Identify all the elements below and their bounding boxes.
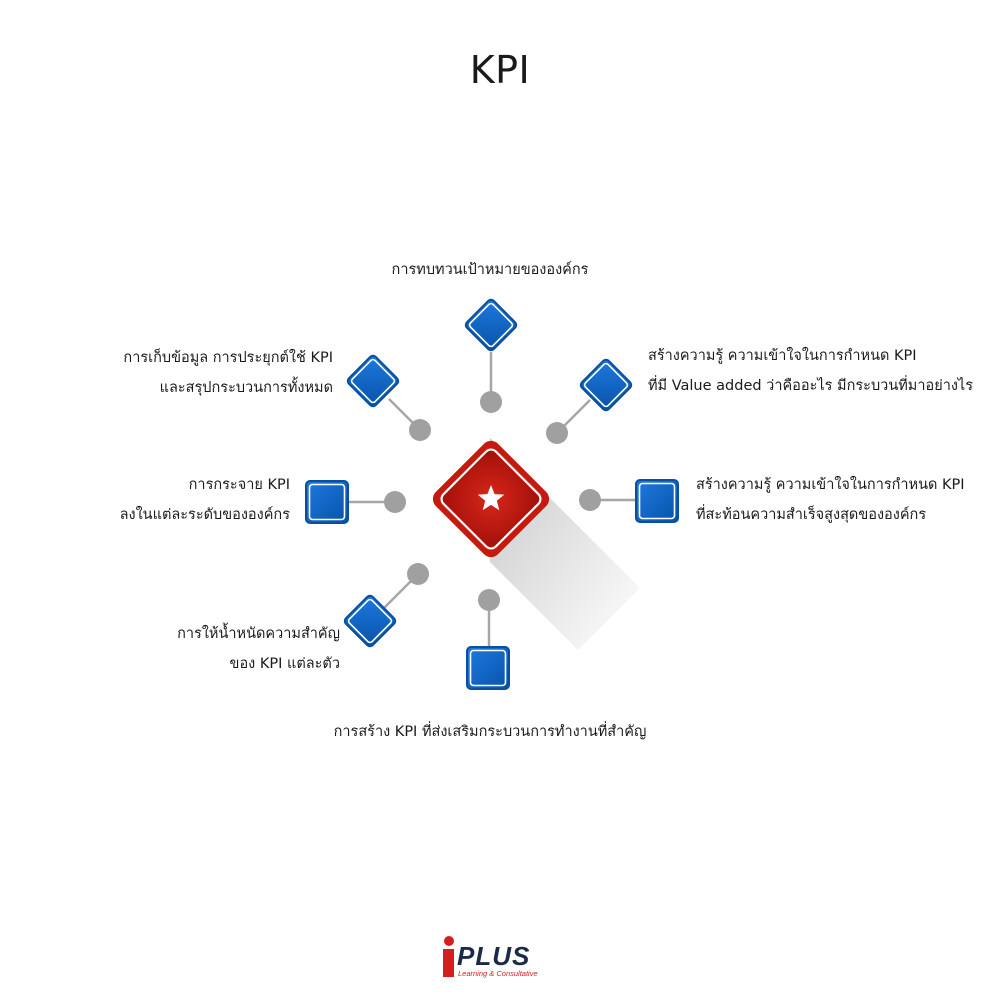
- label-left: การกระจาย KPI ลงในแต่ละระดับขององค์กร: [20, 470, 290, 530]
- node-top-right[interactable]: [579, 358, 633, 412]
- label-top-right-line-1: สร้างความรู้ ความเข้าใจในการกำหนด KPI: [648, 348, 917, 364]
- page-title: KPI: [469, 48, 531, 92]
- label-top-left-line-1: การเก็บข้อมูล การประยุกต์ใช้ KPI: [123, 350, 333, 366]
- label-bottom-left-line-1: การให้น้ำหนัดความสำคัญ: [177, 626, 340, 642]
- label-top-line-1: การทบทวนเป้าหมายขององค์กร: [391, 262, 589, 278]
- connector-dots: [384, 391, 601, 611]
- svg-text:PLUS: PLUS: [457, 941, 530, 971]
- node-top[interactable]: [464, 298, 518, 352]
- label-top-right-line-2: ที่มี Value added ว่าคืออะไร มีกระบวนที่…: [648, 378, 973, 394]
- label-bottom-left: การให้น้ำหนัดความสำคัญ ของ KPI แต่ละตัว: [30, 619, 340, 679]
- node-top-left[interactable]: [346, 354, 400, 408]
- label-top: การทบทวนเป้าหมายขององค์กร: [340, 255, 640, 285]
- svg-text:Learning & Consultative: Learning & Consultative: [458, 969, 538, 978]
- label-right-line-1: สร้างความรู้ ความเข้าใจในการกำหนด KPI: [696, 477, 965, 493]
- label-bottom-line-1: การสร้าง KPI ที่ส่งเสริมกระบวนการทำงานที…: [333, 724, 647, 740]
- label-right-line-2: ที่สะท้อนความสำเร็จสูงสุดขององค์กร: [696, 507, 927, 523]
- label-bottom: การสร้าง KPI ที่ส่งเสริมกระบวนการทำงานที…: [290, 717, 690, 747]
- label-bottom-left-line-2: ของ KPI แต่ละตัว: [229, 656, 340, 672]
- label-top-left: การเก็บข้อมูล การประยุกต์ใช้ KPI และสรุป…: [20, 343, 333, 403]
- node-left[interactable]: [305, 480, 349, 524]
- label-top-right: สร้างความรู้ ความเข้าใจในการกำหนด KPI ที…: [648, 341, 973, 401]
- iplus-logo: PLUS Learning & Consultative: [443, 936, 538, 978]
- node-bottom[interactable]: [466, 646, 510, 690]
- node-bottom-left[interactable]: [343, 594, 397, 648]
- star-icon: [477, 485, 505, 511]
- label-left-line-2: ลงในแต่ละระดับขององค์กร: [119, 507, 290, 523]
- label-left-line-1: การกระจาย KPI: [188, 477, 290, 493]
- node-right[interactable]: [635, 479, 679, 523]
- label-right: สร้างความรู้ ความเข้าใจในการกำหนด KPI ที…: [696, 470, 965, 530]
- label-top-left-line-2: และสรุปกระบวนการทั้งหมด: [159, 380, 333, 396]
